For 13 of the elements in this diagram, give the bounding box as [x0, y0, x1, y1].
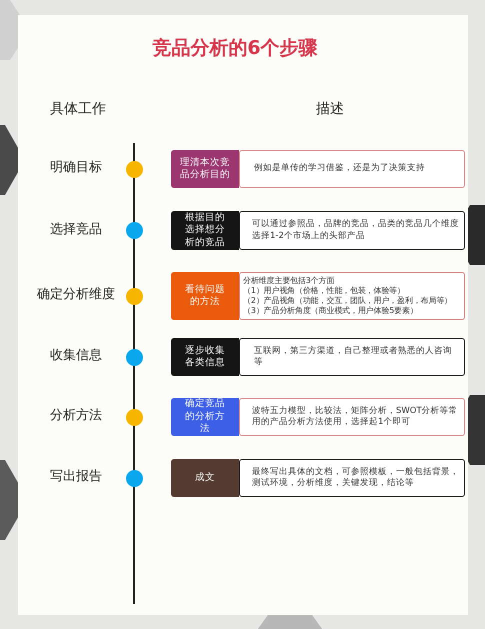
column-header: 具体工作 — [50, 100, 106, 118]
step-label: 确定分析维度 — [37, 286, 115, 303]
list-item: （3）产品分析角度（商业模式，用户体验5要素） — [243, 306, 418, 316]
list-item: （1）用户视角（价格，性能，包装，体验等） — [243, 286, 405, 296]
step-label: 选择竞品 — [50, 220, 102, 238]
column-header: 描述 — [316, 100, 344, 118]
step-label: 明确目标 — [50, 159, 102, 176]
step-label: 写出报告 — [50, 468, 102, 485]
description-text: 分析维度主要包括3个方面 — [243, 276, 334, 286]
step-label: 收集信息 — [50, 347, 102, 364]
title: 竞品分析的6个步骤 — [152, 36, 318, 61]
list-item: （2）产品视角（功能，交互，团队，用户，盈利，布局等） — [243, 296, 452, 306]
step-label: 分析方法 — [50, 407, 102, 424]
